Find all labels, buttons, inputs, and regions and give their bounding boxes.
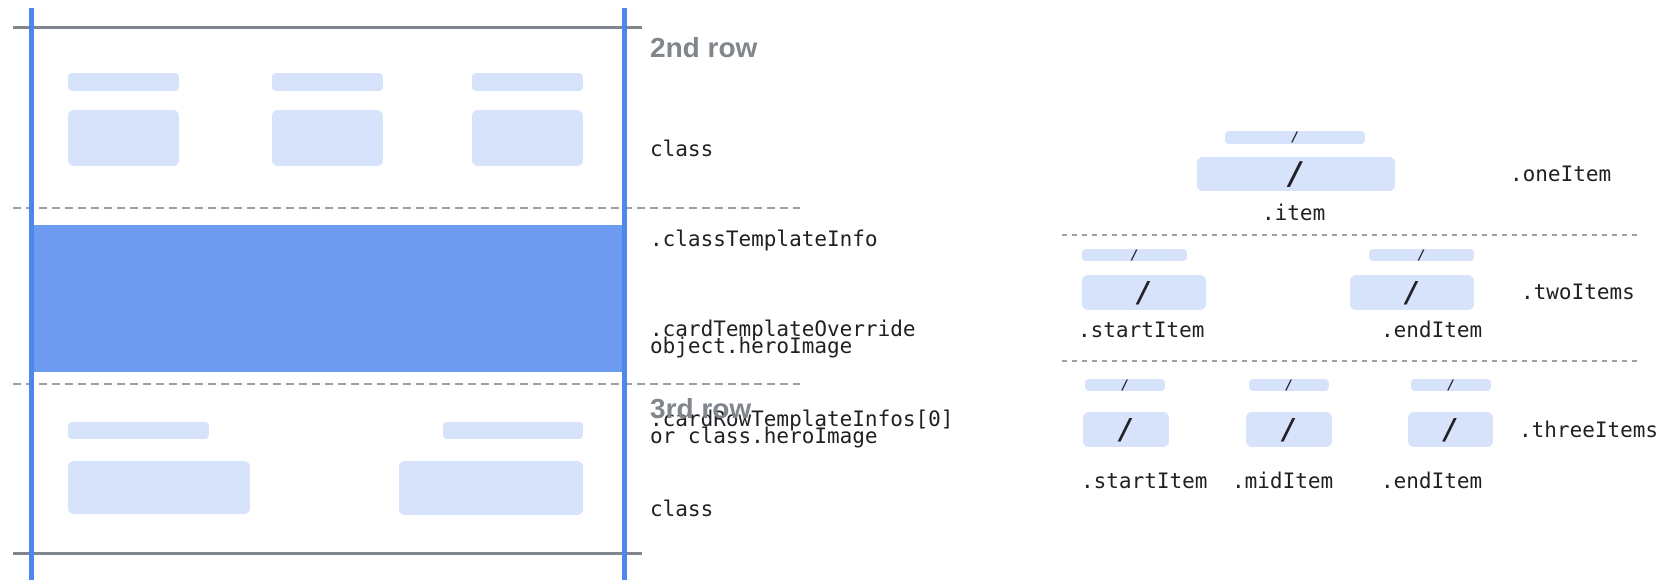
slash-icon: /	[1280, 412, 1298, 446]
code-line: class	[650, 497, 714, 521]
end-item-label: .endItem	[1381, 469, 1483, 493]
code-line: object.heroImage	[650, 334, 853, 358]
code-line: .cardRowTemplateInfos[0]	[650, 407, 954, 431]
row3-code-block: class .classTemplateInfo .cardTemplateOv…	[650, 434, 953, 584]
row2-field-label-chip	[68, 73, 179, 91]
start-item-label: .startItem	[1078, 318, 1205, 342]
card-top-border-line	[13, 26, 642, 29]
row3-field-value-chip	[399, 461, 583, 515]
code-line: class	[650, 137, 714, 161]
mid-item-label: .midItem	[1232, 469, 1334, 493]
row2-code-block: class .classTemplateInfo .cardTemplateOv…	[650, 74, 953, 494]
one-item-class-label: .oneItem	[1510, 162, 1612, 186]
row2-heading: 2nd row	[650, 32, 758, 63]
row3-field-label-chip	[443, 422, 583, 439]
row3-field-value-chip	[68, 461, 250, 514]
row-divider-dashed-bottom	[13, 383, 800, 385]
start-item-label-chip: /	[1085, 377, 1165, 393]
row3-field-label-chip	[68, 422, 209, 439]
three-items-class-label: .threeItems	[1519, 418, 1659, 442]
mid-item-label-chip: /	[1249, 377, 1329, 393]
slash-icon: /	[1442, 412, 1459, 446]
row2-field-value-chip	[472, 110, 583, 166]
row2-field-label-chip	[472, 73, 583, 91]
end-item-label-chip: /	[1411, 377, 1491, 393]
slash-icon: /	[1130, 247, 1139, 263]
code-line: or class.heroImage	[650, 424, 878, 448]
hero-image-band	[34, 225, 622, 372]
two-items-class-label: .twoItems	[1521, 280, 1635, 304]
card-right-edge-guide	[622, 8, 627, 580]
start-item-label: .startItem	[1081, 469, 1208, 493]
slash-icon: /	[1117, 412, 1135, 446]
start-item-value-chip: /	[1083, 412, 1169, 447]
mid-item-value-chip: /	[1246, 412, 1332, 447]
end-item-value-chip: /	[1350, 275, 1474, 310]
slash-icon: /	[1121, 377, 1129, 393]
slash-icon: /	[1417, 247, 1426, 263]
slash-icon: /	[1447, 377, 1455, 393]
row2-field-value-chip	[272, 110, 383, 166]
card-left-edge-guide	[29, 8, 34, 580]
one-item-label-chip: /	[1225, 131, 1365, 144]
code-line: .classTemplateInfo	[650, 227, 878, 251]
one-item-value-chip: /	[1197, 157, 1395, 191]
end-item-label: .endItem	[1381, 318, 1483, 342]
end-item-value-chip: /	[1408, 412, 1493, 447]
row-divider-dashed-top	[13, 207, 800, 209]
row3-heading: 3rd row	[650, 393, 752, 424]
row2-field-label-chip	[272, 73, 383, 91]
items-divider-dashed	[1062, 360, 1640, 362]
row2-field-value-chip	[68, 110, 179, 166]
hero-code-block: object.heroImage or class.heroImage	[650, 271, 878, 511]
slash-icon: /	[1286, 155, 1306, 192]
slash-icon: /	[1135, 275, 1153, 309]
start-item-value-chip: /	[1082, 275, 1206, 310]
card-bottom-border-line	[13, 552, 642, 555]
item-label: .item	[1262, 201, 1326, 225]
start-item-label-chip: /	[1082, 247, 1187, 263]
items-divider-dashed	[1062, 234, 1640, 236]
slash-icon: /	[1403, 275, 1421, 309]
slash-icon: /	[1285, 377, 1293, 393]
end-item-label-chip: /	[1369, 247, 1474, 263]
code-line: .cardTemplateOverride	[650, 317, 916, 341]
slash-icon: /	[1291, 130, 1299, 145]
